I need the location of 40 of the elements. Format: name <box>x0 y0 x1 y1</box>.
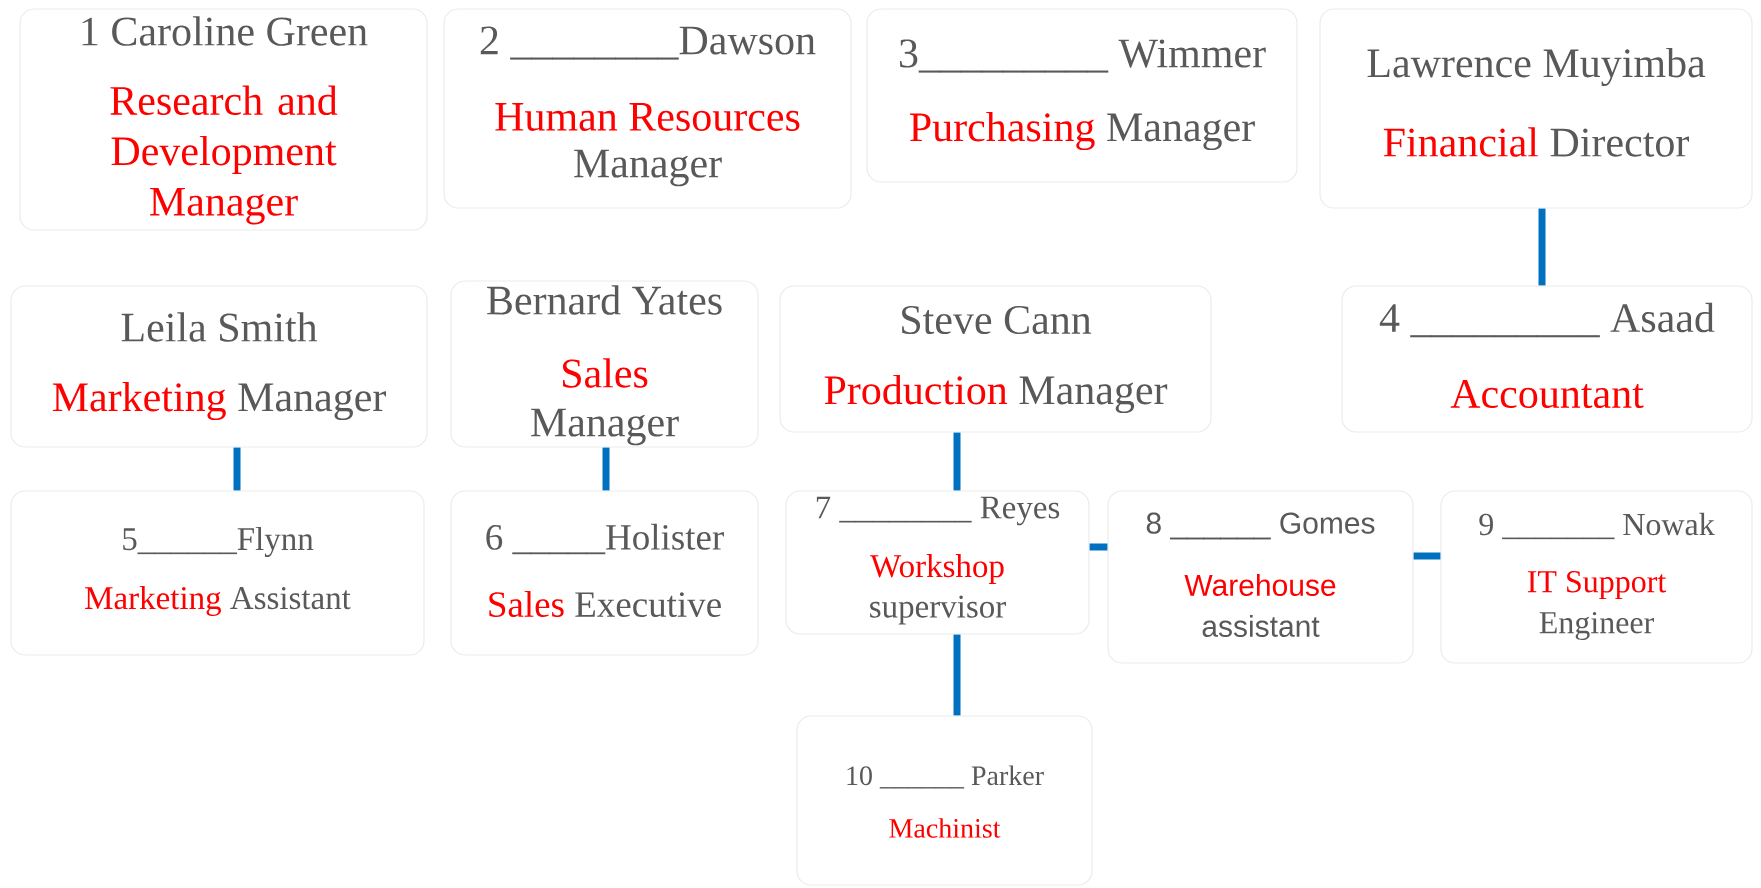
job-title: Workshop <box>870 554 1004 584</box>
person-name: 3_________ Wimmer <box>899 39 1266 73</box>
person-name: 5______Flynn <box>123 527 314 557</box>
person-name: 4 _________ Asaad <box>1379 302 1715 338</box>
job-title: Sales <box>563 358 648 388</box>
job-title: Sales Executive <box>489 591 721 617</box>
job-title: Purchasing Manager <box>910 111 1255 151</box>
connector-bar <box>1413 552 1441 560</box>
person-name: 2 ________Dawson <box>480 26 816 60</box>
connector-bar <box>233 447 241 491</box>
job-title: Marketing Assistant <box>85 586 351 616</box>
person-name: 6 _____Holister <box>486 523 724 555</box>
connector-bar <box>953 634 961 716</box>
job-title: Research and Development Manager <box>110 85 338 225</box>
job-title: supervisor <box>870 595 1006 625</box>
job-title: Manager <box>574 149 722 187</box>
person-name: Steve Cann <box>902 305 1092 335</box>
job-title: Production Manager <box>824 374 1168 414</box>
person-name: 9 _______ Nowak <box>1479 512 1715 540</box>
job-title: Financial Director <box>1383 127 1689 157</box>
job-title: Human Resources <box>495 103 800 131</box>
job-title: Marketing Manager <box>52 381 386 421</box>
job-title: Engineer <box>1539 611 1654 641</box>
job-title: IT Support <box>1527 571 1667 599</box>
person-name: Bernard Yates <box>487 285 722 315</box>
connector-bar <box>602 447 610 491</box>
person-name: 8 ______ Gomes <box>1146 512 1375 540</box>
job-title: Manager <box>531 408 679 446</box>
connector-bar <box>1089 543 1108 551</box>
person-name: 7 ________ Reyes <box>816 496 1060 526</box>
person-name: Lawrence Muyimba <box>1367 47 1706 87</box>
connector-bar <box>953 432 961 491</box>
job-title: Accountant <box>1450 379 1644 409</box>
job-title: Machinist <box>889 818 1001 838</box>
person-name: 10 ______ Parker <box>847 765 1044 789</box>
job-title: assistant <box>1202 615 1320 637</box>
connector-bar <box>1538 208 1546 286</box>
person-name: Leila Smith <box>121 312 318 342</box>
person-name: 1 Caroline Green <box>82 16 368 46</box>
job-title: Warehouse <box>1184 574 1336 596</box>
